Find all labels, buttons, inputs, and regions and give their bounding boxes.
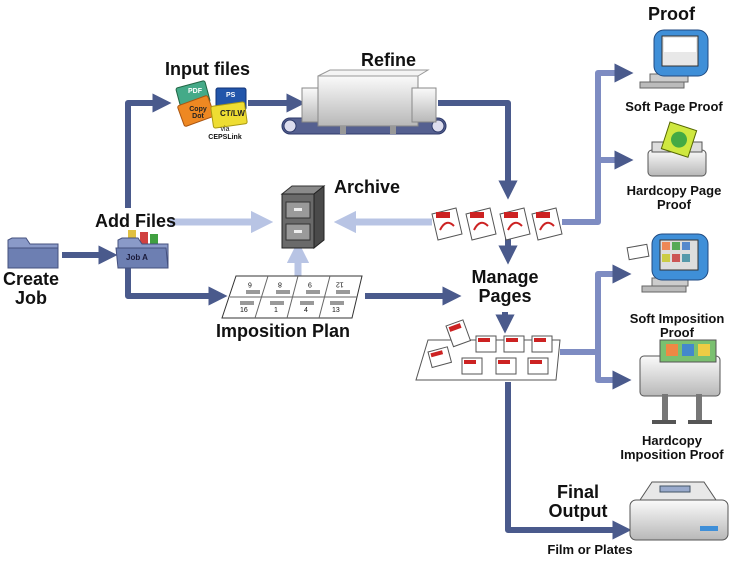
arrow-pdfs-to-proof [562,63,634,225]
refine-label: Refine [361,50,417,70]
arrow-refine-to-pdfs [438,100,518,200]
imposition-number: 12 [336,280,344,288]
archive-label: Archive [334,177,401,197]
pdf-pages-icon [431,207,563,241]
imposition-number: 6 [248,280,252,288]
imposition-number: 16 [240,307,248,314]
soft-page-proof-label: Soft Page Proof [625,99,723,114]
input-cepslink-label: CEPSLink [208,134,242,141]
job-folder-icon [115,230,169,269]
arrow-add-to-input [125,93,172,208]
add-files-label: Add Files [95,211,177,231]
arrow-add-to-plan [125,268,228,306]
hardcopy-imposition-proof-label: Hardcopy Imposition Proof [620,433,724,462]
pdf-tag: PDF [188,88,202,95]
ps-tag: PS [226,92,236,99]
monitor-icon [639,29,709,89]
job-folder-label: Job A [126,253,148,262]
imposition-number: 1 [274,307,278,314]
input-files-icon [175,80,248,129]
plotter-icon [639,339,721,424]
film-or-plates-label: Film or Plates [547,542,633,557]
platesetter-icon [629,481,729,541]
imposed-sheet-icon [415,319,561,381]
soft-imposition-proof-label: Soft Imposition Proof [629,311,725,340]
arrow-to-hardcopy-imp [595,352,632,390]
refine-machine-icon [281,69,447,135]
proof-label: Proof [648,4,695,24]
imposition-number: 8 [278,280,282,288]
imposition-number: 13 [332,307,340,314]
manage-pages-label: Manage Pages [471,267,539,306]
create-job-label: Create Job [1,270,61,308]
printer-icon [647,121,707,177]
imposition-plan-sheet [221,275,363,319]
copy-dot-tag: Copy Dot [189,106,207,121]
final-output-label: Final Output [548,482,608,521]
input-via-label: via [220,126,230,133]
folder-icon [7,237,59,269]
arrow-sheet-to-soft-imp [560,264,632,355]
hardcopy-page-proof-label: Hardcopy Page Proof [626,183,722,212]
imposition-number: 9 [308,280,312,288]
ct-lw-tag: CT/LW [220,109,245,118]
flow-arrows [62,63,634,540]
imposition-plan-label: Imposition Plan [216,321,351,341]
input-files-label: Input files [165,59,250,79]
archive-cabinet-icon [280,184,326,250]
create-job-text: Create Job [2,269,60,308]
imposition-number: 4 [304,307,308,314]
arrow-to-final-output [505,382,632,540]
imposition-monitor-icon [626,233,709,293]
